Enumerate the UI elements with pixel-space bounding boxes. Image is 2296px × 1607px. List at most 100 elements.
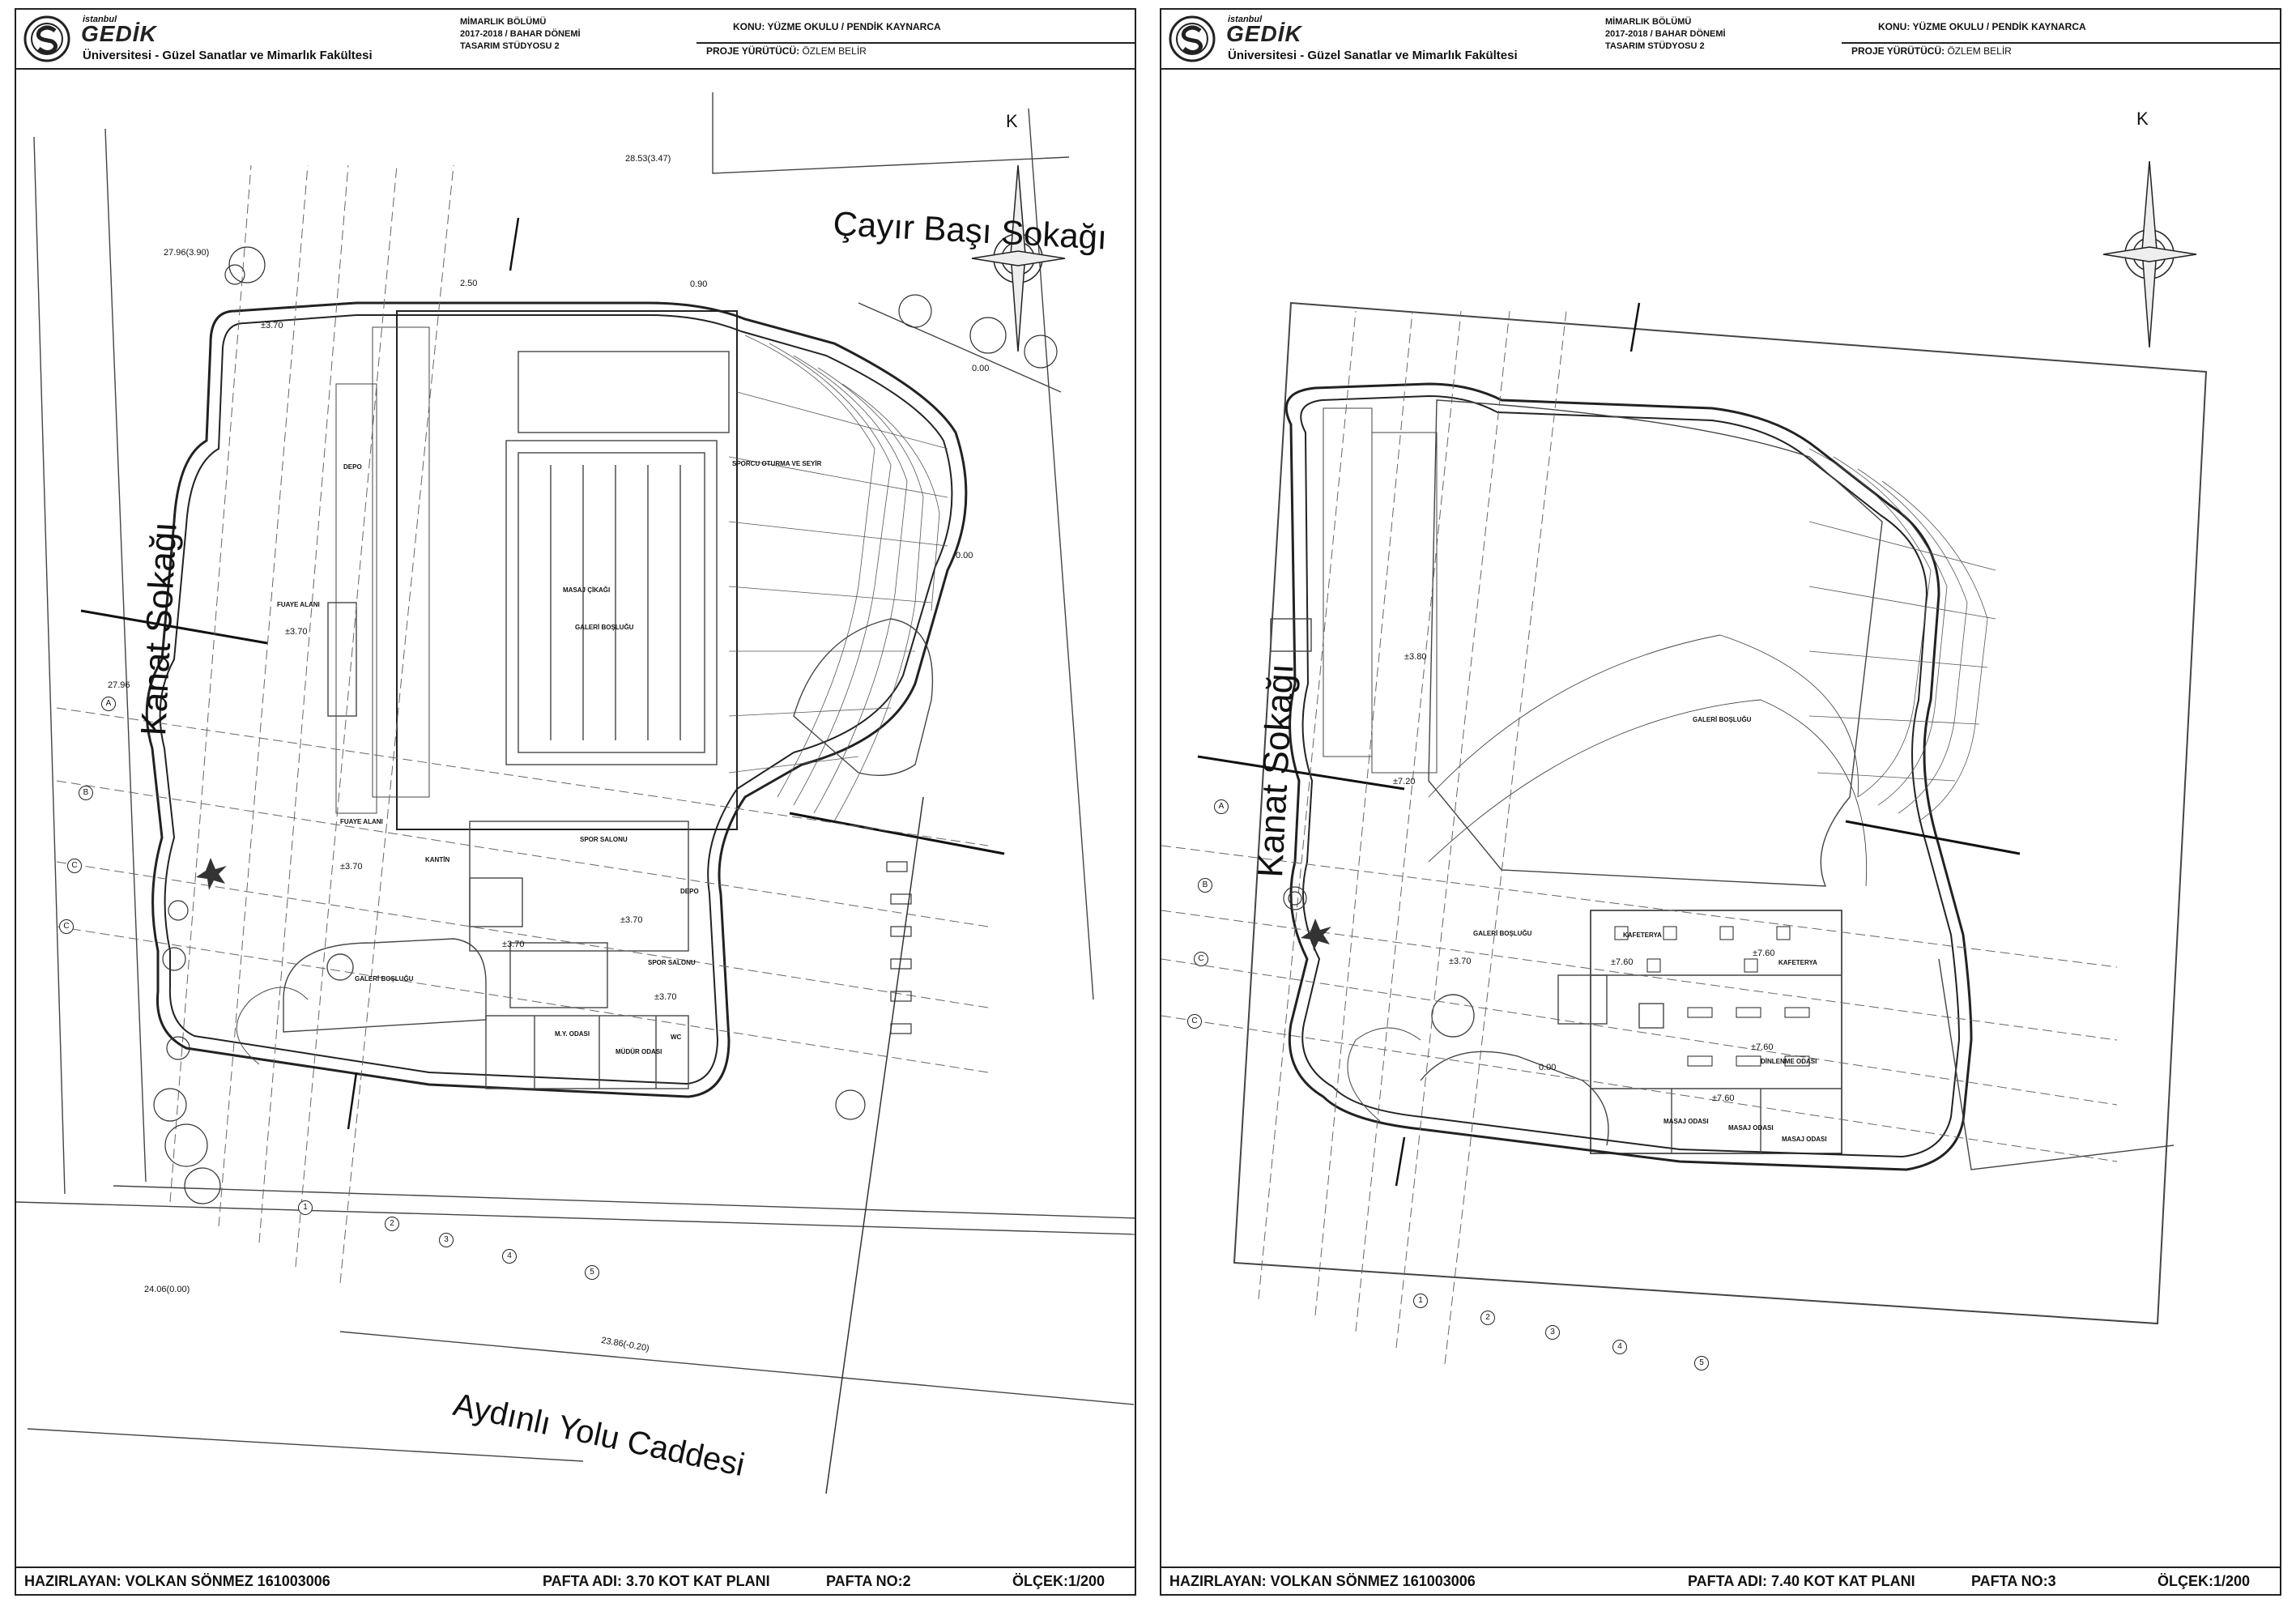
north-label: K	[2136, 109, 2149, 129]
room-label: KAFETERYA	[1623, 931, 1662, 939]
university-city: istanbul	[83, 15, 117, 24]
room-label: MASAJ ODASI	[1728, 1124, 1774, 1132]
sheet-name: PAFTA ADI: 3.70 KOT KAT PLANI	[543, 1573, 770, 1589]
grid-bubble-number: 3	[439, 1233, 454, 1247]
footer-bar: HAZIRLAYAN: VOLKAN SÖNMEZ 161003006 PAFT…	[16, 1567, 1135, 1594]
grid-bubble-number: 3	[1545, 1325, 1560, 1340]
level-mark: ±3.70	[285, 627, 308, 637]
room-label: MASAJ ODASI	[1663, 1118, 1709, 1125]
level-mark: 0.00	[956, 551, 973, 561]
department: MİMARLIK BÖLÜMÜ	[460, 17, 547, 27]
scale: ÖLÇEK:1/200	[2158, 1573, 2251, 1589]
room-label: DEPO	[680, 888, 699, 895]
room-label: WC	[671, 1034, 682, 1041]
level-mark: 2.50	[460, 279, 478, 288]
north-label: K	[1006, 111, 1018, 131]
project-leader: PROJE YÜRÜTÜCÜ: ÖZLEM BELİR	[706, 45, 867, 57]
grid-bubble-letter: A	[101, 697, 116, 711]
cafe-tables	[1614, 926, 1810, 1067]
room-label: FUAYE ALANI	[340, 818, 383, 825]
grid-bubble-number: 2	[385, 1217, 399, 1231]
floor-plan-740	[1161, 160, 2208, 1365]
title-block: istanbul GEDİK Üniversitesi - Güzel Sana…	[1161, 10, 2280, 70]
room-label: M.Y. ODASI	[555, 1030, 590, 1038]
divider	[1842, 42, 2280, 44]
grid-bubble-letter: A	[1214, 799, 1229, 814]
room-label: FUAYE ALANI	[277, 601, 320, 608]
footer-bar: HAZIRLAYAN: VOLKAN SÖNMEZ 161003006 PAFT…	[1161, 1567, 2280, 1594]
room-label: GALERİ BOŞLUĞU	[1473, 930, 1532, 937]
room-label: MASAJ ÇİKAĞI	[563, 586, 611, 594]
sheet-name: PAFTA ADI: 7.40 KOT KAT PLANI	[1688, 1573, 1915, 1589]
scale: ÖLÇEK:1/200	[1012, 1573, 1105, 1589]
prepared-by: HAZIRLAYAN: VOLKAN SÖNMEZ 161003006	[24, 1573, 330, 1589]
room-label: SPORCU OTURMA VE SEYİR	[732, 460, 822, 467]
level-mark: 24.06(0.00)	[144, 1285, 190, 1294]
university-name: GEDİK	[1226, 21, 1302, 46]
level-mark: 0.00	[1539, 1063, 1557, 1072]
grid-bubble-letter: C	[59, 919, 74, 934]
room-label: KAFETERYA	[1778, 959, 1817, 966]
grid-bubble-number: 1	[298, 1200, 313, 1215]
level-mark: ±3.70	[1449, 957, 1472, 966]
level-mark: 0.00	[972, 364, 990, 373]
room-label: SPOR SALONU	[580, 836, 628, 843]
course-info: MİMARLIK BÖLÜMÜ 2017-2018 / BAHAR DÖNEMİ…	[460, 16, 581, 53]
studio: TASARIM STÜDYOSU 2	[1605, 41, 1705, 51]
grid-bubble-number: 5	[1694, 1356, 1709, 1370]
floor-plan-370	[16, 92, 1135, 1494]
drawing-sheet-1: istanbul GEDİK Üniversitesi - Güzel Sana…	[15, 8, 1136, 1596]
north-compass-icon	[971, 164, 1066, 352]
grid-bubble-letter: C	[1194, 952, 1208, 966]
room-label: MASAJ ODASI	[1782, 1136, 1827, 1143]
department: MİMARLIK BÖLÜMÜ	[1605, 17, 1692, 27]
plant-symbol	[1301, 919, 1331, 951]
grid-bubble-letter: B	[1198, 878, 1212, 893]
north-compass-icon	[2102, 160, 2197, 348]
room-label: DEPO	[343, 463, 362, 471]
leader-name: ÖZLEM BELİR	[802, 45, 867, 57]
level-mark: ±3.70	[261, 321, 283, 330]
room-label: KANTİN	[425, 856, 450, 863]
course-info: MİMARLIK BÖLÜMÜ 2017-2018 / BAHAR DÖNEMİ…	[1605, 16, 1726, 53]
grid-bubble-letter: B	[79, 786, 93, 800]
level-mark: ±7.60	[1712, 1093, 1735, 1103]
grid-bubble-number: 4	[502, 1249, 517, 1264]
level-mark: ±3.70	[654, 992, 677, 1002]
sheet-number: PAFTA NO:2	[826, 1573, 911, 1589]
room-label: GALERİ BOŞLUĞU	[355, 975, 414, 983]
studio: TASARIM STÜDYOSU 2	[460, 41, 560, 51]
level-mark: ±3.70	[620, 915, 643, 925]
project-subject: KONU: YÜZME OKULU / PENDİK KAYNARCA	[1878, 21, 2086, 32]
room-label: GALERİ BOŞLUĞU	[1693, 716, 1752, 723]
grid-bubble-number: 1	[1413, 1294, 1428, 1308]
grid-bubble-number: 2	[1480, 1311, 1495, 1325]
room-label: DİNLENME ODASI	[1761, 1058, 1817, 1065]
plant-symbol	[196, 858, 227, 890]
sheet-number: PAFTA NO:3	[1971, 1573, 2056, 1589]
site-edge-line	[33, 136, 66, 1195]
university-name: GEDİK	[81, 21, 157, 46]
faculty-name: Üniversitesi - Güzel Sanatlar ve Mimarlı…	[1228, 49, 1518, 62]
grid-bubble-letter: C	[67, 859, 82, 873]
level-mark: 27.96(3.90)	[164, 248, 210, 258]
level-mark: 0.90	[690, 279, 708, 289]
grid-bubble-number: 5	[585, 1265, 599, 1280]
tree-group	[153, 246, 1058, 1204]
room-label: MÜDÜR ODASI	[616, 1048, 662, 1055]
room-label: GALERİ BOŞLUĞU	[575, 624, 634, 631]
room-label: SPOR SALONU	[648, 959, 696, 966]
level-mark: 28.53(3.47)	[625, 154, 671, 164]
faculty-name: Üniversitesi - Güzel Sanatlar ve Mimarlı…	[83, 49, 373, 62]
grid-bubble-letter: C	[1187, 1014, 1202, 1029]
semester: 2017-2018 / BAHAR DÖNEMİ	[1605, 29, 1726, 39]
level-mark: 27.96	[108, 680, 130, 690]
level-mark: ±3.70	[340, 862, 363, 872]
leader-name: ÖZLEM BELİR	[1947, 45, 2012, 57]
project-leader: PROJE YÜRÜTÜCÜ: ÖZLEM BELİR	[1851, 45, 2012, 57]
university-city: istanbul	[1228, 15, 1263, 24]
leader-label: PROJE YÜRÜTÜCÜ:	[1851, 45, 1945, 57]
drawing-sheet-2: istanbul GEDİK Üniversitesi - Güzel Sana…	[1160, 8, 2281, 1596]
level-mark: ±7.20	[1393, 777, 1416, 786]
level-mark: ±3.70	[502, 940, 525, 949]
